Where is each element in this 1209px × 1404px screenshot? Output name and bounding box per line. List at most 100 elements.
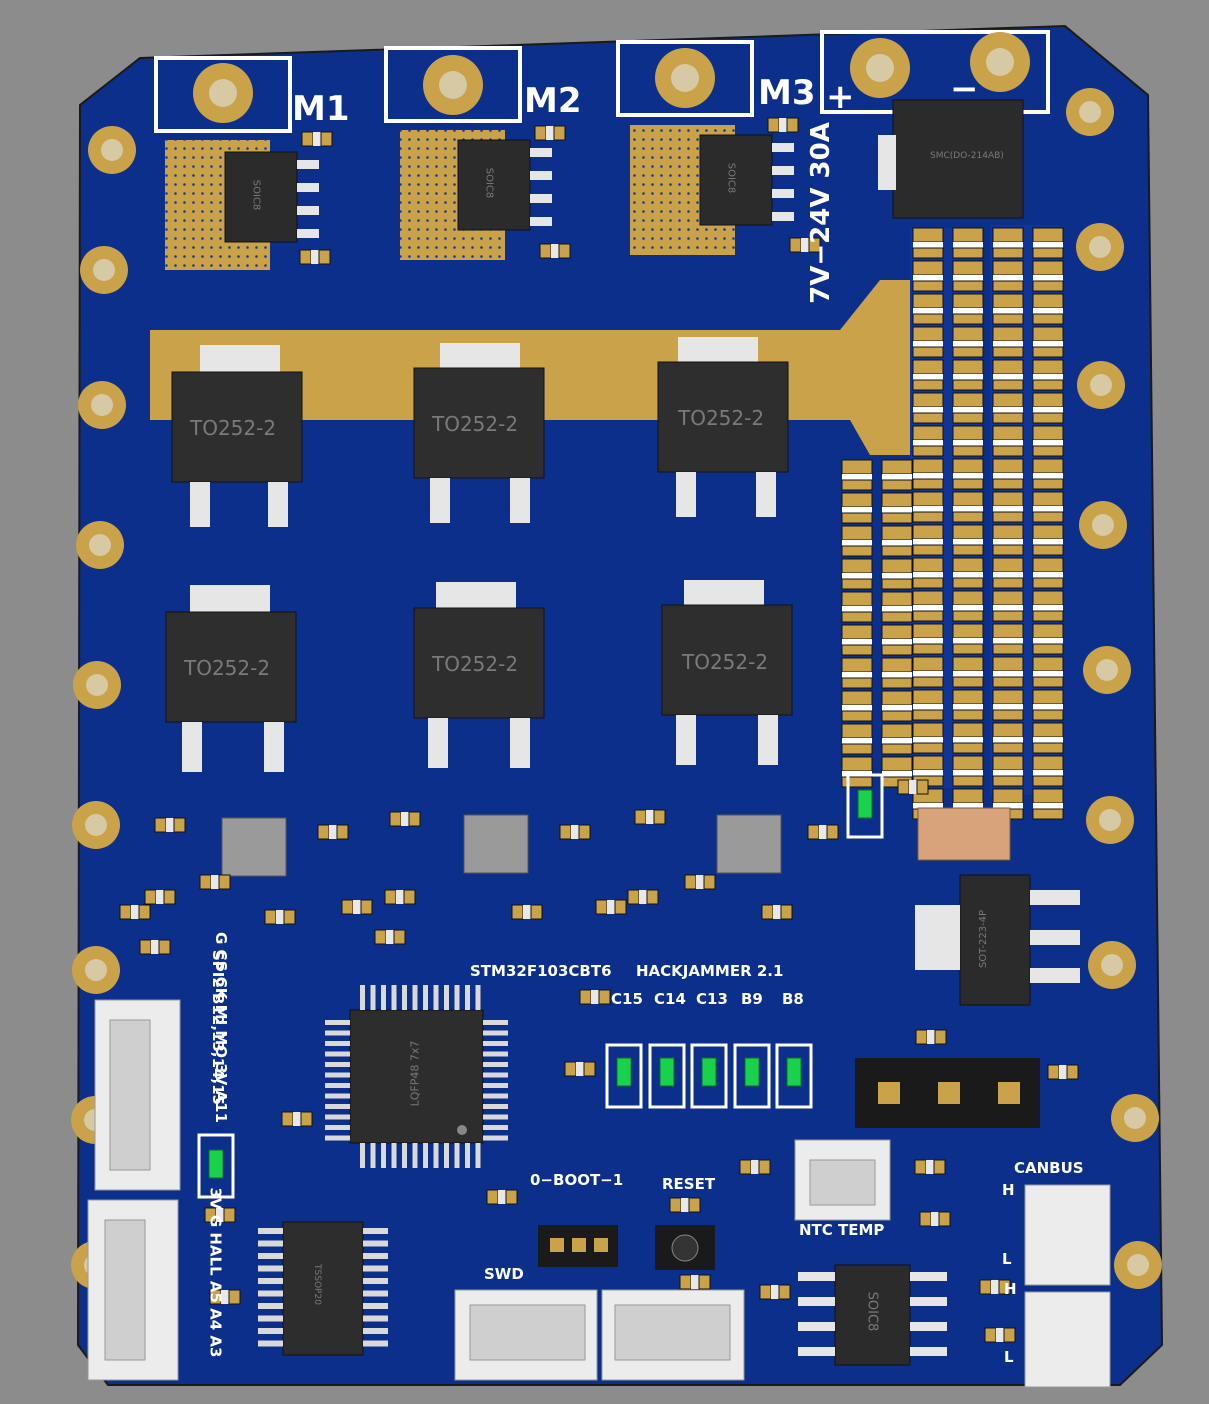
capacitor-pad: [1032, 425, 1064, 441]
soic-chips: [224, 134, 911, 1366]
can-h-label-2: H: [1004, 1280, 1017, 1298]
passive-body: [1059, 1065, 1067, 1079]
mcu-pin: [483, 1104, 508, 1109]
mcu-pin: [465, 1143, 470, 1168]
capacitor-pad: [912, 656, 944, 672]
passive-pad: [759, 1284, 772, 1300]
capacitor-pad: [1032, 491, 1064, 507]
capacitor-pad: [952, 458, 984, 474]
mcu-pin: [483, 1062, 508, 1067]
capacitor-body: [842, 540, 872, 546]
passive-pad: [360, 899, 373, 915]
capacitor-body: [913, 242, 943, 248]
capacitor-pad: [1032, 742, 1064, 754]
can-l-label-2: L: [1004, 1348, 1014, 1366]
capacitor-body: [913, 572, 943, 578]
passive-pad: [299, 249, 312, 265]
capacitor-body: [882, 738, 912, 744]
passive-pad: [614, 899, 627, 915]
capacitor-pad: [992, 623, 1024, 639]
capacitor-body: [913, 275, 943, 281]
passive-pad: [318, 249, 331, 265]
capacitor-pad: [912, 260, 944, 276]
capacitor-pad: [952, 656, 984, 672]
passive-pad: [826, 824, 839, 840]
power-minus-label: −: [950, 69, 979, 109]
mcu-pin: [483, 1083, 508, 1088]
passive-body: [576, 1062, 584, 1076]
capacitor-body: [1033, 341, 1063, 347]
motor-terminals: [154, 30, 1050, 133]
passive-pad: [218, 874, 231, 890]
passive-pad: [173, 817, 186, 833]
mcu-pin: [423, 985, 428, 1010]
capacitor-body: [1033, 506, 1063, 512]
tssop-pin: [363, 1240, 388, 1247]
mosfet-label-3: TO252-2: [678, 406, 765, 430]
capacitor-body: [993, 473, 1023, 479]
mcu-pin: [381, 1143, 386, 1168]
mosfets: [165, 337, 793, 772]
capacitor-pad: [912, 412, 944, 424]
capacitor-body: [913, 407, 943, 413]
passive-pad: [669, 1197, 682, 1213]
mcu-pin: [325, 1072, 350, 1078]
capacitor-body: [882, 507, 912, 513]
passive-pad: [934, 1029, 947, 1045]
capacitor-pad: [992, 544, 1024, 556]
swd-label: SWD: [484, 1265, 524, 1283]
passive-body: [931, 1212, 939, 1226]
passive-pad: [228, 1289, 241, 1305]
capacitor-pad: [912, 458, 944, 474]
capacitor-pad: [992, 755, 1024, 771]
capacitor-pad: [881, 512, 913, 524]
passive-pad: [595, 899, 608, 915]
mcu-pin: [483, 1072, 508, 1078]
mcu-pin: [412, 1143, 418, 1168]
capacitor-pad: [912, 491, 944, 507]
mosfet-label-1: TO252-2: [190, 416, 277, 440]
mcu-pin: [325, 1114, 350, 1120]
passive-body: [551, 244, 559, 258]
capacitor-body: [953, 803, 983, 809]
capacitor-pad: [952, 722, 984, 738]
mcu-package: [349, 1009, 484, 1144]
passive-pad: [281, 1111, 294, 1127]
capacitor-body: [953, 638, 983, 644]
regulator: [959, 874, 1031, 1006]
capacitor-body: [1033, 539, 1063, 545]
mcu-pin: [325, 1135, 350, 1141]
capacitor-pad: [952, 709, 984, 721]
capacitor-pad: [992, 445, 1024, 457]
passive-body: [276, 910, 284, 924]
mcu-pin: [402, 985, 407, 1010]
capacitor-pad: [841, 479, 873, 491]
capacitor-body: [882, 705, 912, 711]
capacitor-pad: [992, 478, 1024, 490]
capacitor-pad: [841, 545, 873, 557]
reset-label: RESET: [662, 1175, 716, 1193]
passive-pad: [627, 889, 640, 905]
capacitor-body: [953, 308, 983, 314]
capacitor-pad: [841, 776, 873, 788]
mcu-pin: [454, 1143, 460, 1168]
mcu-pin: [433, 1143, 439, 1168]
passives: [119, 117, 1079, 1343]
capacitor-pad: [952, 590, 984, 606]
capacitor-body: [882, 573, 912, 579]
tssop-pin: [363, 1315, 388, 1322]
mcu-pin: [465, 985, 470, 1010]
passive-pad: [780, 904, 793, 920]
passive-pad: [530, 904, 543, 920]
capacitor-pad: [952, 524, 984, 540]
capacitor-body: [993, 539, 1023, 545]
capacitor-pad: [952, 643, 984, 655]
led-label-c14: C14: [654, 990, 686, 1008]
capacitor-pad: [952, 544, 984, 556]
capacitor-pad: [841, 710, 873, 722]
capacitor-pad: [992, 412, 1024, 424]
capacitor-pad: [992, 788, 1024, 804]
capacitor-pad: [841, 677, 873, 689]
mcu-pin: [483, 1114, 508, 1120]
capacitor-pad: [1032, 313, 1064, 325]
